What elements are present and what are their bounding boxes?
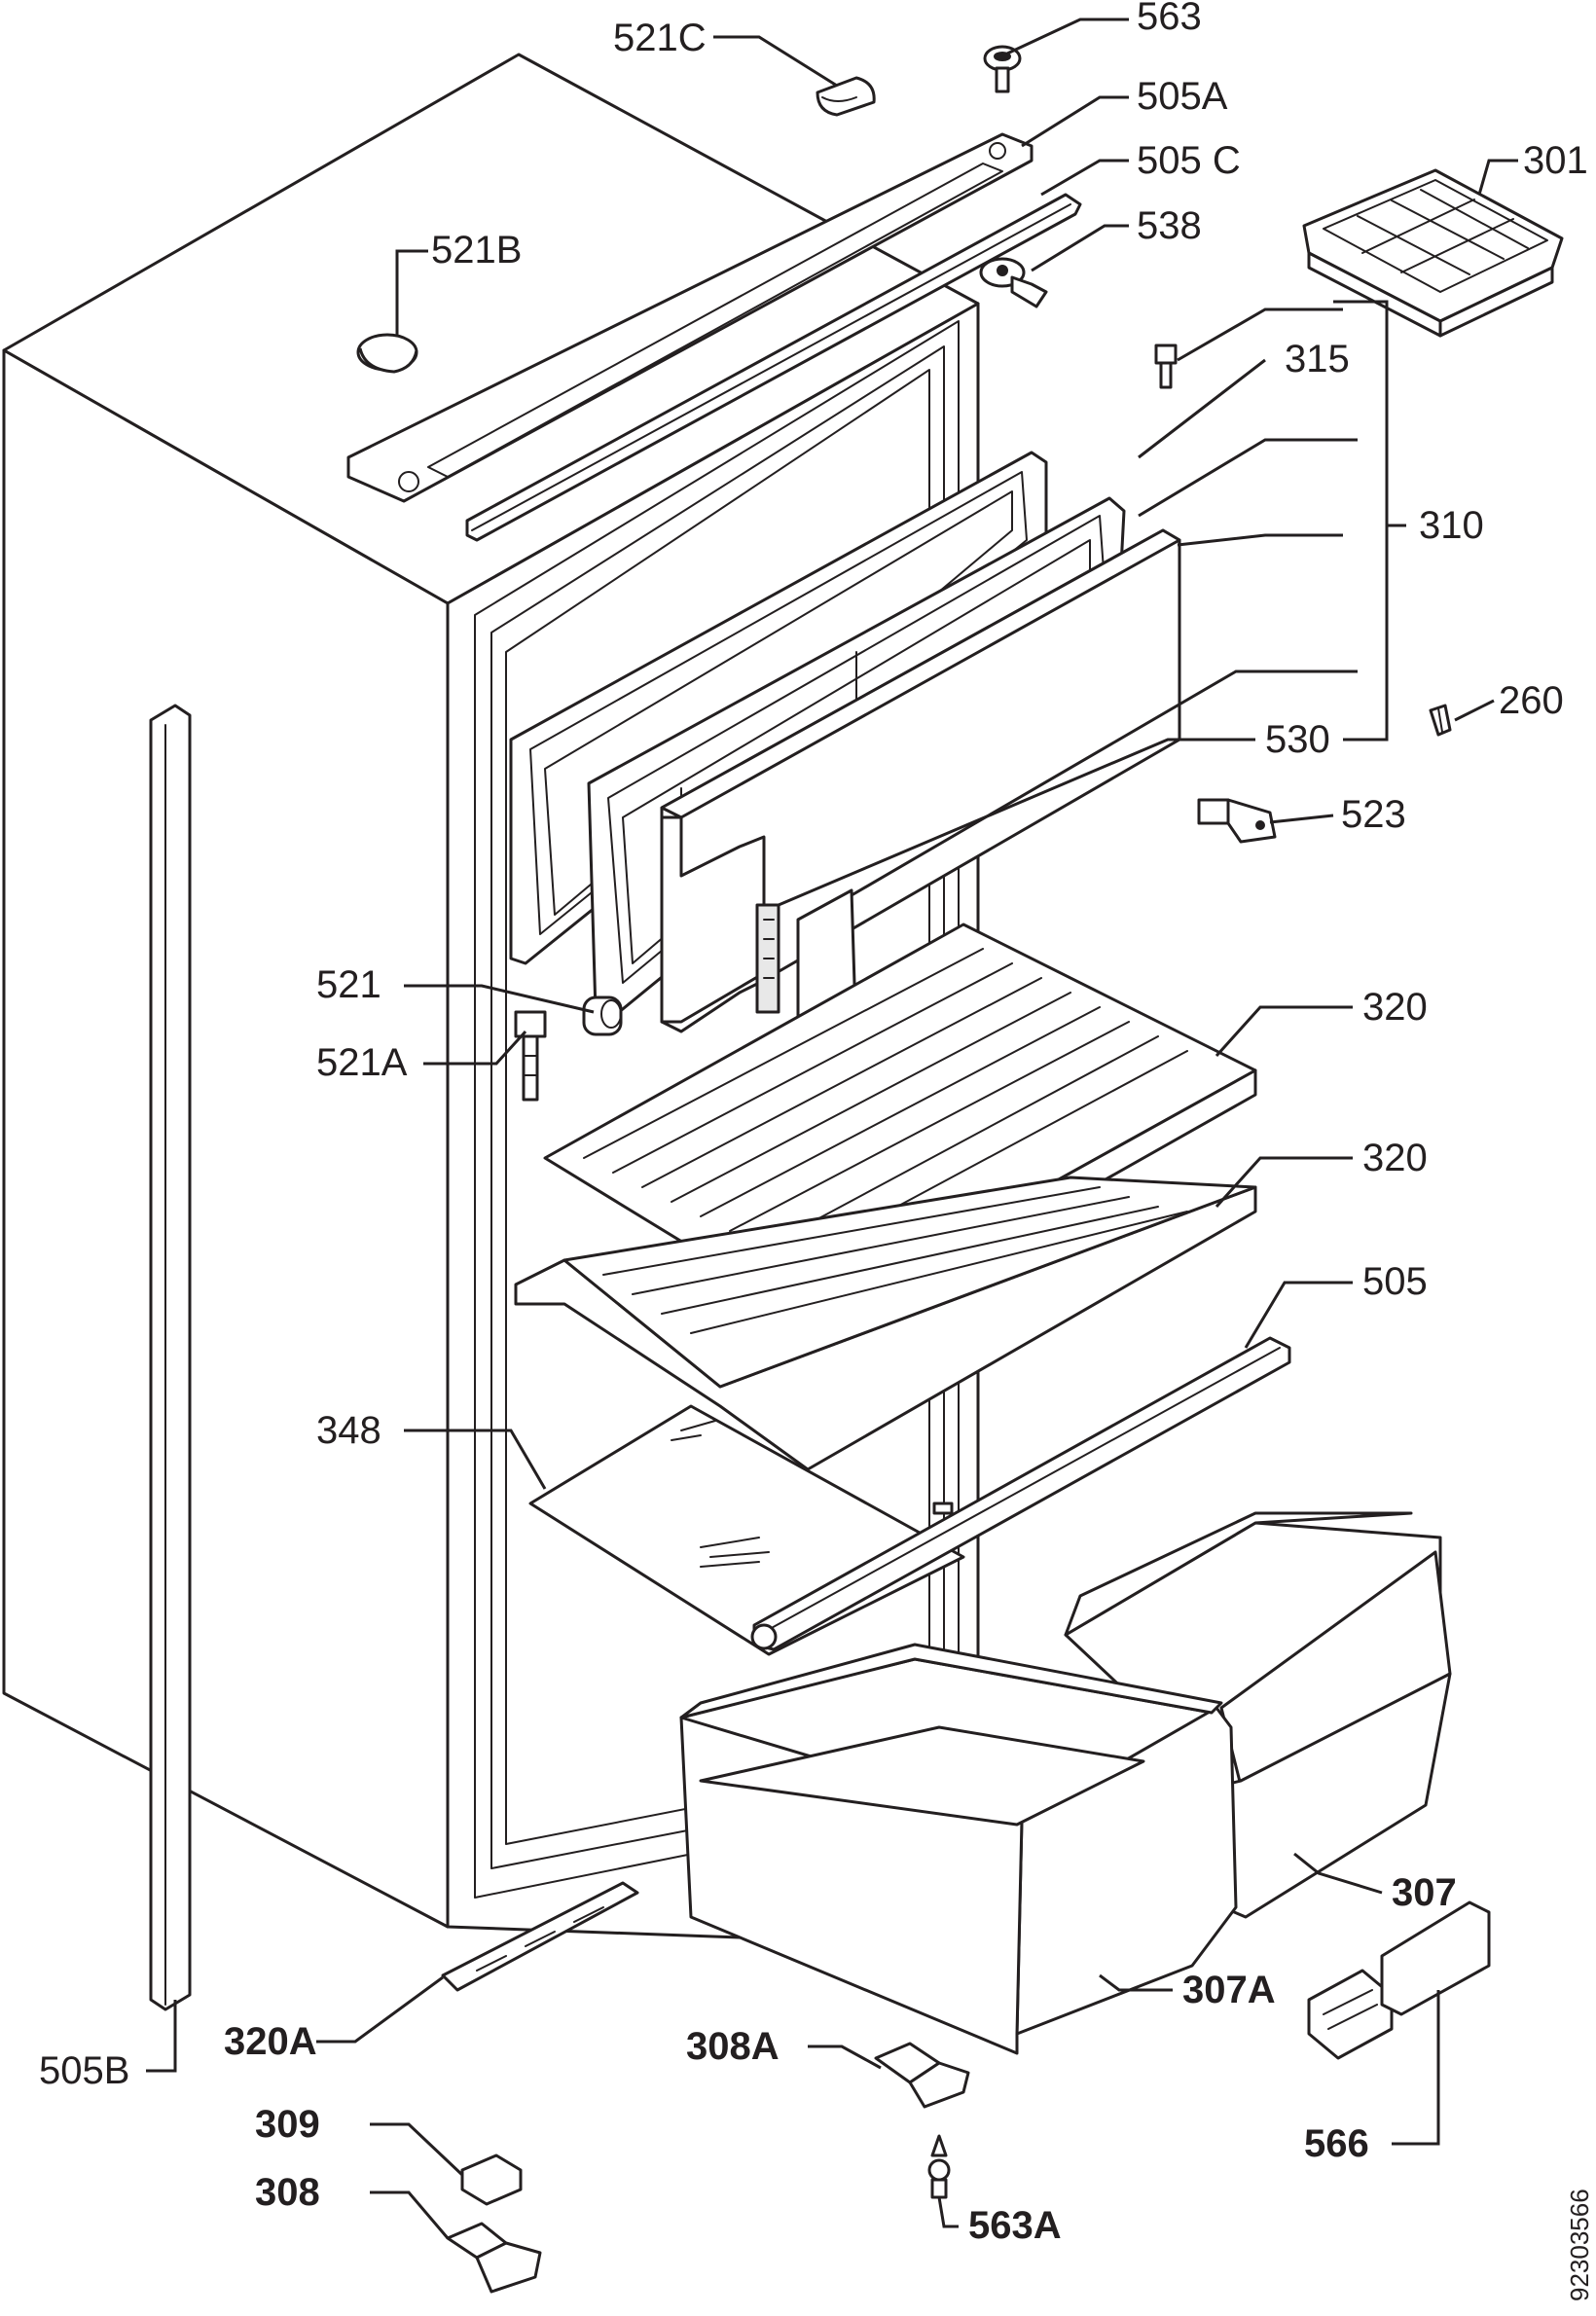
label-538: 538 bbox=[1137, 204, 1202, 247]
cap-521 bbox=[582, 995, 623, 1036]
label-505a: 505A bbox=[1137, 75, 1228, 118]
label-563: 563 bbox=[1137, 0, 1202, 38]
cap-521b bbox=[356, 333, 418, 374]
shelf-bracket-320a bbox=[441, 1881, 639, 1992]
label-348: 348 bbox=[316, 1409, 381, 1452]
crisper-drawer-307a bbox=[679, 1643, 1238, 2055]
ice-tray-301 bbox=[1302, 168, 1564, 338]
label-505c: 505 C bbox=[1137, 139, 1241, 182]
clip-260 bbox=[1429, 704, 1452, 737]
screw-315 bbox=[1154, 344, 1178, 389]
door-rail-505b bbox=[149, 704, 192, 2011]
label-301: 301 bbox=[1523, 139, 1588, 182]
gasket-strip-505c bbox=[465, 193, 1082, 542]
screw-563a bbox=[927, 2134, 951, 2199]
latch-521a bbox=[514, 1010, 547, 1102]
shelf-320-lower bbox=[514, 1176, 1257, 1471]
label-307: 307 bbox=[1392, 1871, 1457, 1914]
top-trim-505a bbox=[346, 132, 1034, 503]
label-521b: 521B bbox=[431, 229, 522, 271]
cap-521c bbox=[816, 76, 876, 117]
label-521c: 521C bbox=[613, 17, 707, 59]
label-505: 505 bbox=[1362, 1260, 1428, 1303]
hinge-pin-523 bbox=[1197, 798, 1277, 844]
label-521a: 521A bbox=[316, 1041, 408, 1084]
label-566: 566 bbox=[1304, 2122, 1369, 2165]
hinge-538 bbox=[979, 257, 1048, 308]
rail-505 bbox=[750, 1336, 1291, 1651]
label-308: 308 bbox=[255, 2171, 320, 2214]
freezer-door-panel bbox=[660, 528, 1181, 1077]
label-309: 309 bbox=[255, 2103, 320, 2146]
label-308a: 308A bbox=[686, 2025, 780, 2068]
callout-labels: 521C 563 505A 505 C 301 521B 538 315 310… bbox=[39, 0, 1594, 2301]
bracket-308 bbox=[446, 2222, 542, 2294]
label-310: 310 bbox=[1419, 504, 1484, 547]
leader-lines bbox=[146, 18, 1518, 2239]
label-563a: 563A bbox=[968, 2204, 1062, 2247]
door-handle-566 bbox=[1307, 1900, 1491, 2060]
label-505b: 505B bbox=[39, 2049, 129, 2092]
label-320-upper: 320 bbox=[1362, 986, 1428, 1029]
label-320a: 320A bbox=[224, 2020, 317, 2063]
label-260: 260 bbox=[1499, 679, 1564, 722]
bracket-308a bbox=[874, 2042, 970, 2109]
label-530: 530 bbox=[1265, 718, 1330, 761]
label-320-lower: 320 bbox=[1362, 1137, 1428, 1179]
label-315: 315 bbox=[1285, 338, 1350, 380]
screw-563 bbox=[983, 45, 1022, 93]
drawing-number: 92303566 bbox=[1565, 2189, 1594, 2301]
label-523: 523 bbox=[1341, 793, 1406, 836]
label-307a: 307A bbox=[1182, 1969, 1276, 2011]
cap-309 bbox=[460, 2153, 523, 2206]
label-521: 521 bbox=[316, 963, 381, 1006]
